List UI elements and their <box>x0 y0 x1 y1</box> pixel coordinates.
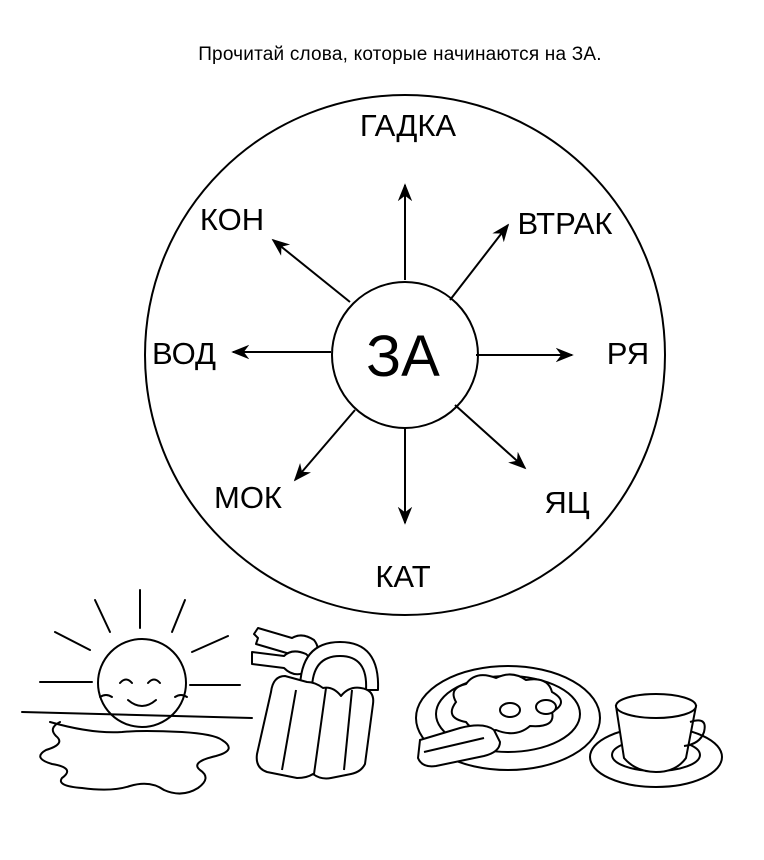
arrow-top-right <box>449 223 510 301</box>
ending-top: ГАДКА <box>360 108 456 143</box>
arrows <box>231 183 574 525</box>
arrow-top-left <box>271 238 351 303</box>
sun-rays <box>39 589 241 686</box>
breakfast-picture <box>415 665 723 788</box>
sun-horizon <box>21 711 253 795</box>
ending-top-left: КОН <box>200 202 264 237</box>
sun-face <box>97 638 187 728</box>
sunrise-picture <box>21 589 253 795</box>
ending-top-right: ВТРАК <box>518 206 613 241</box>
cup <box>614 705 698 774</box>
ending-bottom-right: ЯЦ <box>544 485 589 520</box>
lock-picture <box>251 627 380 780</box>
instruction-text: Прочитай слова, которые начинаются на ЗА… <box>198 44 602 65</box>
ending-right: РЯ <box>607 336 649 371</box>
outer-circle <box>144 94 666 616</box>
center-syllable: ЗА <box>366 324 440 389</box>
toast <box>416 724 502 768</box>
ending-bottom-left: МОК <box>214 480 282 515</box>
ending-left: ВОД <box>152 336 216 371</box>
ending-bottom: КАТ <box>375 559 430 594</box>
lock-shackle <box>299 641 380 691</box>
arrow-bottom-left <box>293 409 356 482</box>
arrow-bottom-right <box>454 404 527 470</box>
